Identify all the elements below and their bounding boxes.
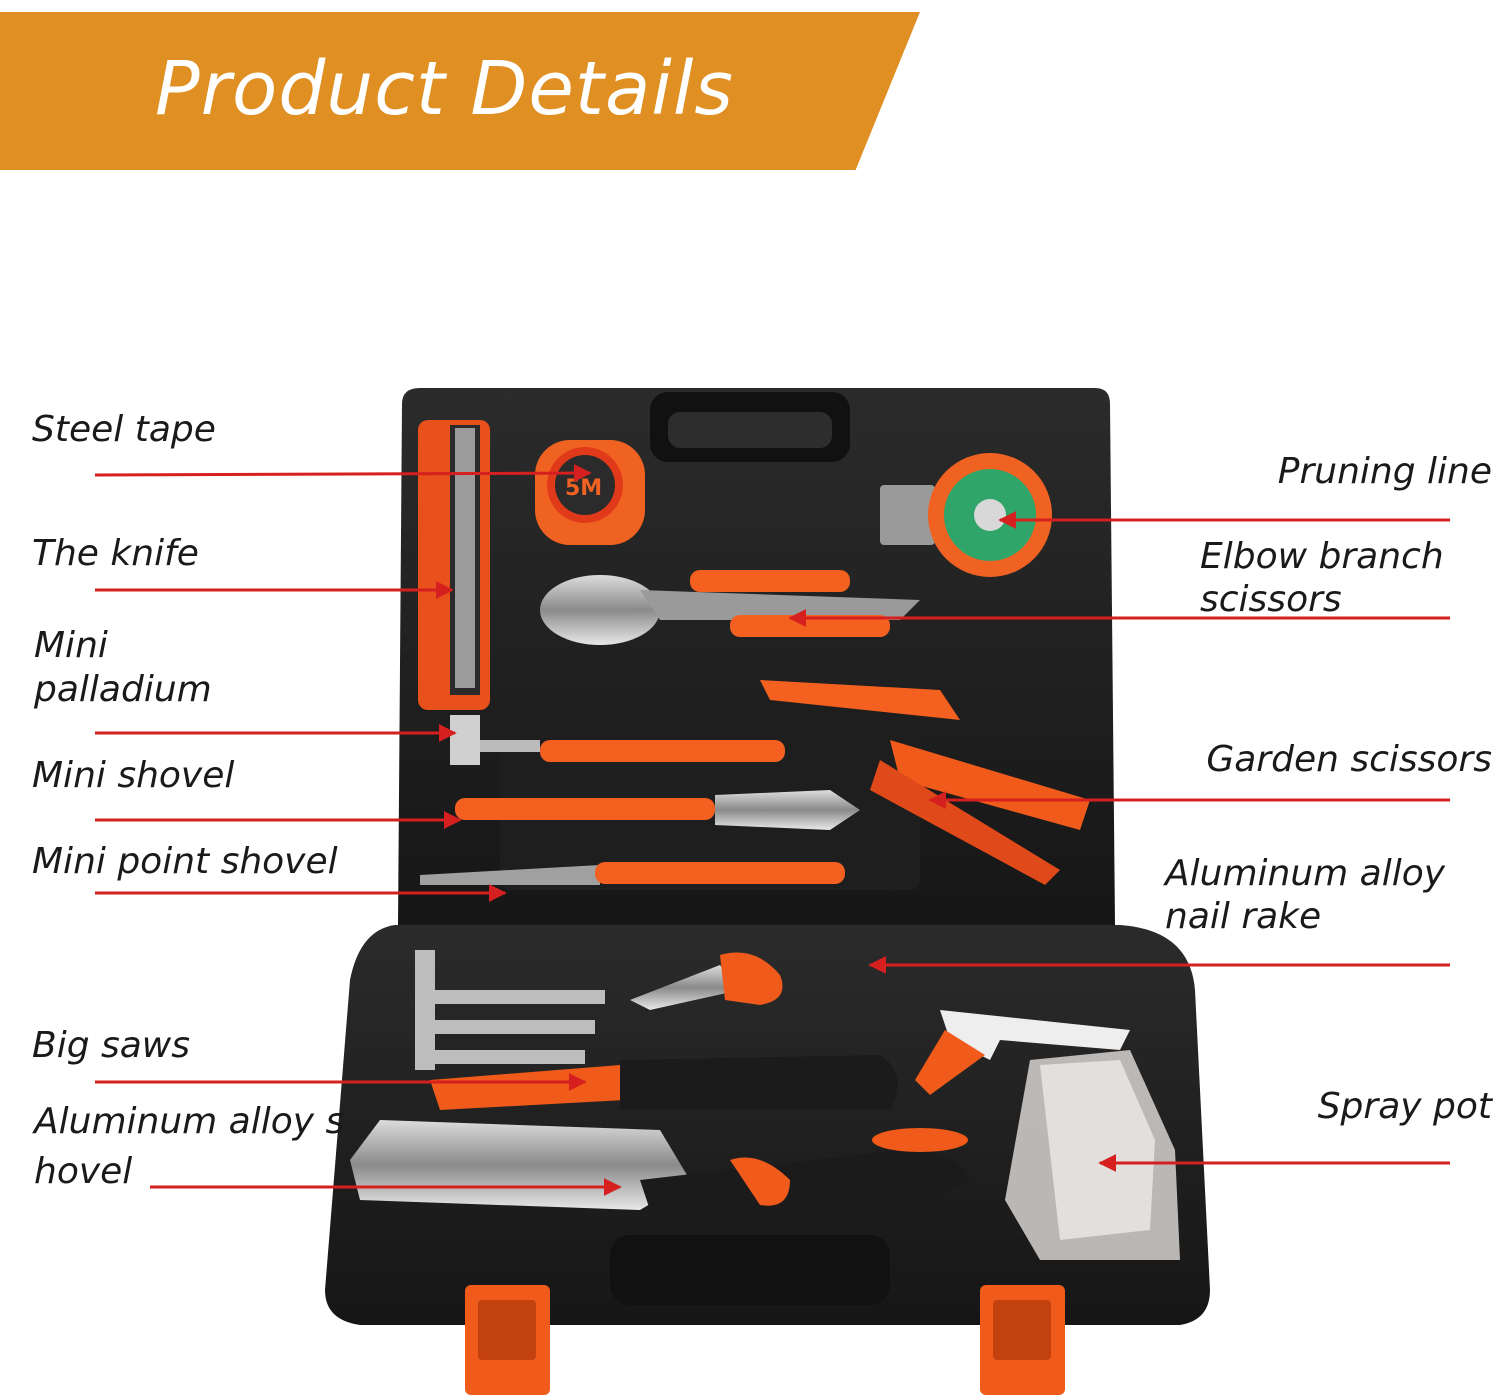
label-aluminum-shovel-line2: hovel [34,1151,133,1192]
label-elbow-scissors-line1: Elbow branch [1200,536,1444,577]
knife [418,420,490,710]
label-mini-palladium-line1: Mini [34,625,108,666]
leader-lines-left [94,464,622,1196]
label-nail-rake-line2: nail rake [1165,896,1322,937]
label-elbow-scissors-line2: scissors [1200,579,1342,620]
pruning-line [880,453,1052,577]
label-steel-tape: Steel tape [32,409,216,450]
leader-lines-right [788,511,1450,1172]
label-pruning-line: Pruning line [1277,451,1492,492]
header-banner [0,12,920,170]
label-mini-palladium-line2: palladium [34,669,212,710]
label-mini-shovel: Mini shovel [32,755,235,796]
spray-pot [915,1010,1180,1260]
steel-tape: 5M [535,440,645,545]
label-big-saws: Big saws [32,1025,191,1066]
banner-title: Product Details [155,46,734,132]
label-nail-rake-line1: Aluminum alloy [1165,853,1446,894]
garden-scissors [760,680,1090,885]
nail-rake [415,950,783,1070]
label-spray-pot: Spray pot [1317,1086,1492,1127]
lid-hand-tools [420,715,860,885]
elbow-scissors [540,570,920,645]
label-aluminum-shovel-line1: Aluminum alloy s [34,1101,345,1142]
label-mini-point-shovel: Mini point shovel [32,841,338,882]
label-the-knife: The knife [32,533,199,574]
leader-steel-tape [94,464,592,483]
label-garden-scissors: Garden scissors [1206,739,1492,780]
tape-marking: 5M [565,476,602,501]
